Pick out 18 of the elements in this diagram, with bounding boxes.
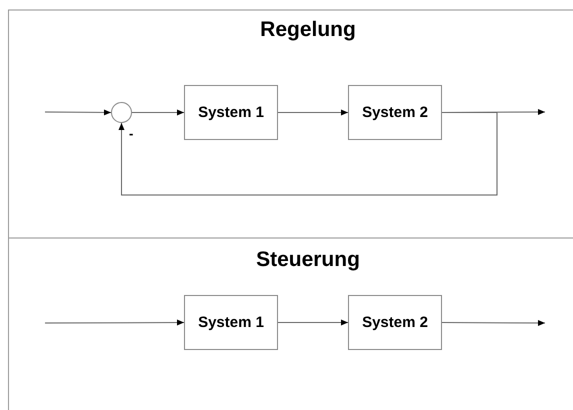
block-label: System 2 — [362, 104, 428, 121]
arrow — [44, 320, 184, 326]
sign-label: - — [129, 126, 134, 141]
block-label: System 1 — [198, 104, 264, 121]
arrow — [442, 320, 546, 326]
block-box — [184, 85, 278, 140]
arrow — [278, 110, 348, 116]
arrow — [44, 109, 112, 116]
block-box — [348, 85, 442, 140]
section-title: Regelung — [260, 18, 356, 42]
block-box — [184, 295, 278, 350]
block-box — [348, 295, 442, 350]
arrow — [278, 320, 348, 326]
section-title: Steuerung — [256, 248, 360, 272]
arrow — [132, 110, 184, 116]
block-label: System 2 — [362, 314, 428, 331]
block-label: System 1 — [198, 314, 264, 331]
arrow — [118, 112, 498, 196]
